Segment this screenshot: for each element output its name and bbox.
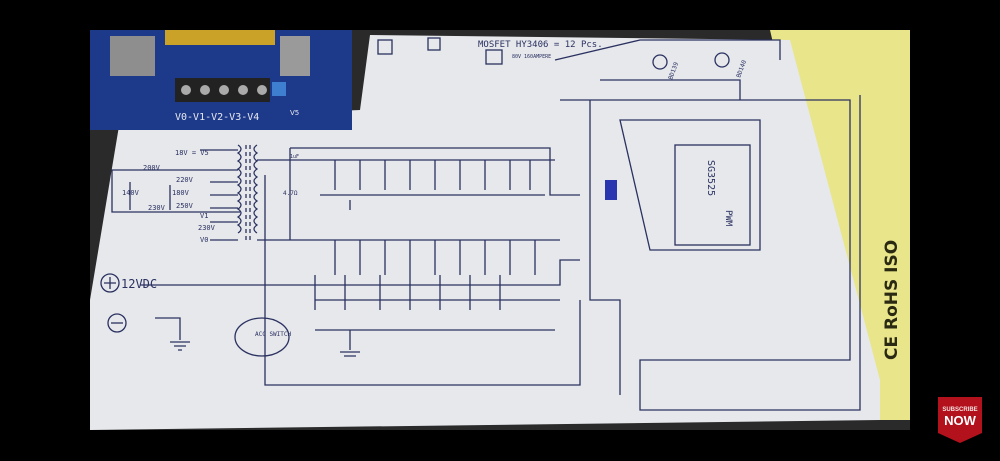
svg-text:180V: 180V: [172, 189, 190, 197]
svg-text:230V: 230V: [198, 224, 216, 232]
ic-label: SG3525: [705, 160, 716, 196]
resistor-label: 4.7Ω: [283, 190, 298, 197]
acc-switch-circle: [234, 317, 290, 357]
pcb-marking: V5: [290, 109, 299, 117]
svg-text:250V: 250V: [176, 202, 194, 210]
svg-text:V1: V1: [200, 212, 208, 220]
svg-text:200V: 200V: [143, 164, 161, 172]
power-rails: [140, 39, 861, 411]
input-12vdc-label: 12VDC: [121, 277, 157, 291]
pcb-trimmer: [272, 82, 286, 96]
folder-print: CE RoHS ISO: [882, 240, 902, 360]
svg-text:18V = V5: 18V = V5: [175, 149, 209, 157]
pcb-heatsink: [110, 36, 155, 76]
pcb-component: [165, 30, 275, 45]
svg-text:V0: V0: [200, 236, 208, 244]
subscribe-badge[interactable]: SUBSCRIBE NOW: [934, 393, 986, 445]
ground-symbol: [170, 341, 360, 357]
pcb-terminal-label: V0-V1-V2-V3-V4: [175, 112, 259, 123]
mosfet-detail: 80V 160AMPERE: [512, 54, 551, 60]
negative-terminal-icon: [107, 313, 127, 333]
driver-transistors: [652, 52, 730, 70]
plus-glyph: [104, 277, 116, 289]
capacitor-label: 1uF: [290, 154, 299, 160]
tap-wires: [111, 149, 240, 241]
now-label: NOW: [944, 413, 976, 428]
pwm-ic: [674, 144, 751, 246]
ribbon-icon: [938, 397, 982, 443]
svg-text:220V: 220V: [176, 176, 194, 184]
mosfet-bank-lower: [314, 240, 536, 310]
ink-smudge: [605, 180, 617, 200]
mosfet-bank-upper: [320, 160, 545, 196]
pcb-terminal-block: [175, 78, 270, 102]
svg-text:140V: 140V: [122, 189, 140, 197]
transformer-symbol: [236, 144, 259, 240]
mosfet-note: MOSFET HY3406 = 12 Pcs.: [478, 40, 603, 50]
ic-sublabel: PWM: [723, 210, 733, 227]
transistor-sketches: [377, 37, 503, 65]
positive-terminal-icon: [100, 273, 120, 293]
subscribe-label: SUBSCRIBE: [942, 407, 978, 413]
acc-switch-label: ACC SWITCH: [255, 331, 292, 338]
transformer-tap-labels: 18V = V5 200V 220V 180V 140V 250V 230V V…: [122, 149, 216, 244]
svg-text:230V: 230V: [148, 204, 166, 212]
pcb-heatsink: [280, 36, 310, 76]
